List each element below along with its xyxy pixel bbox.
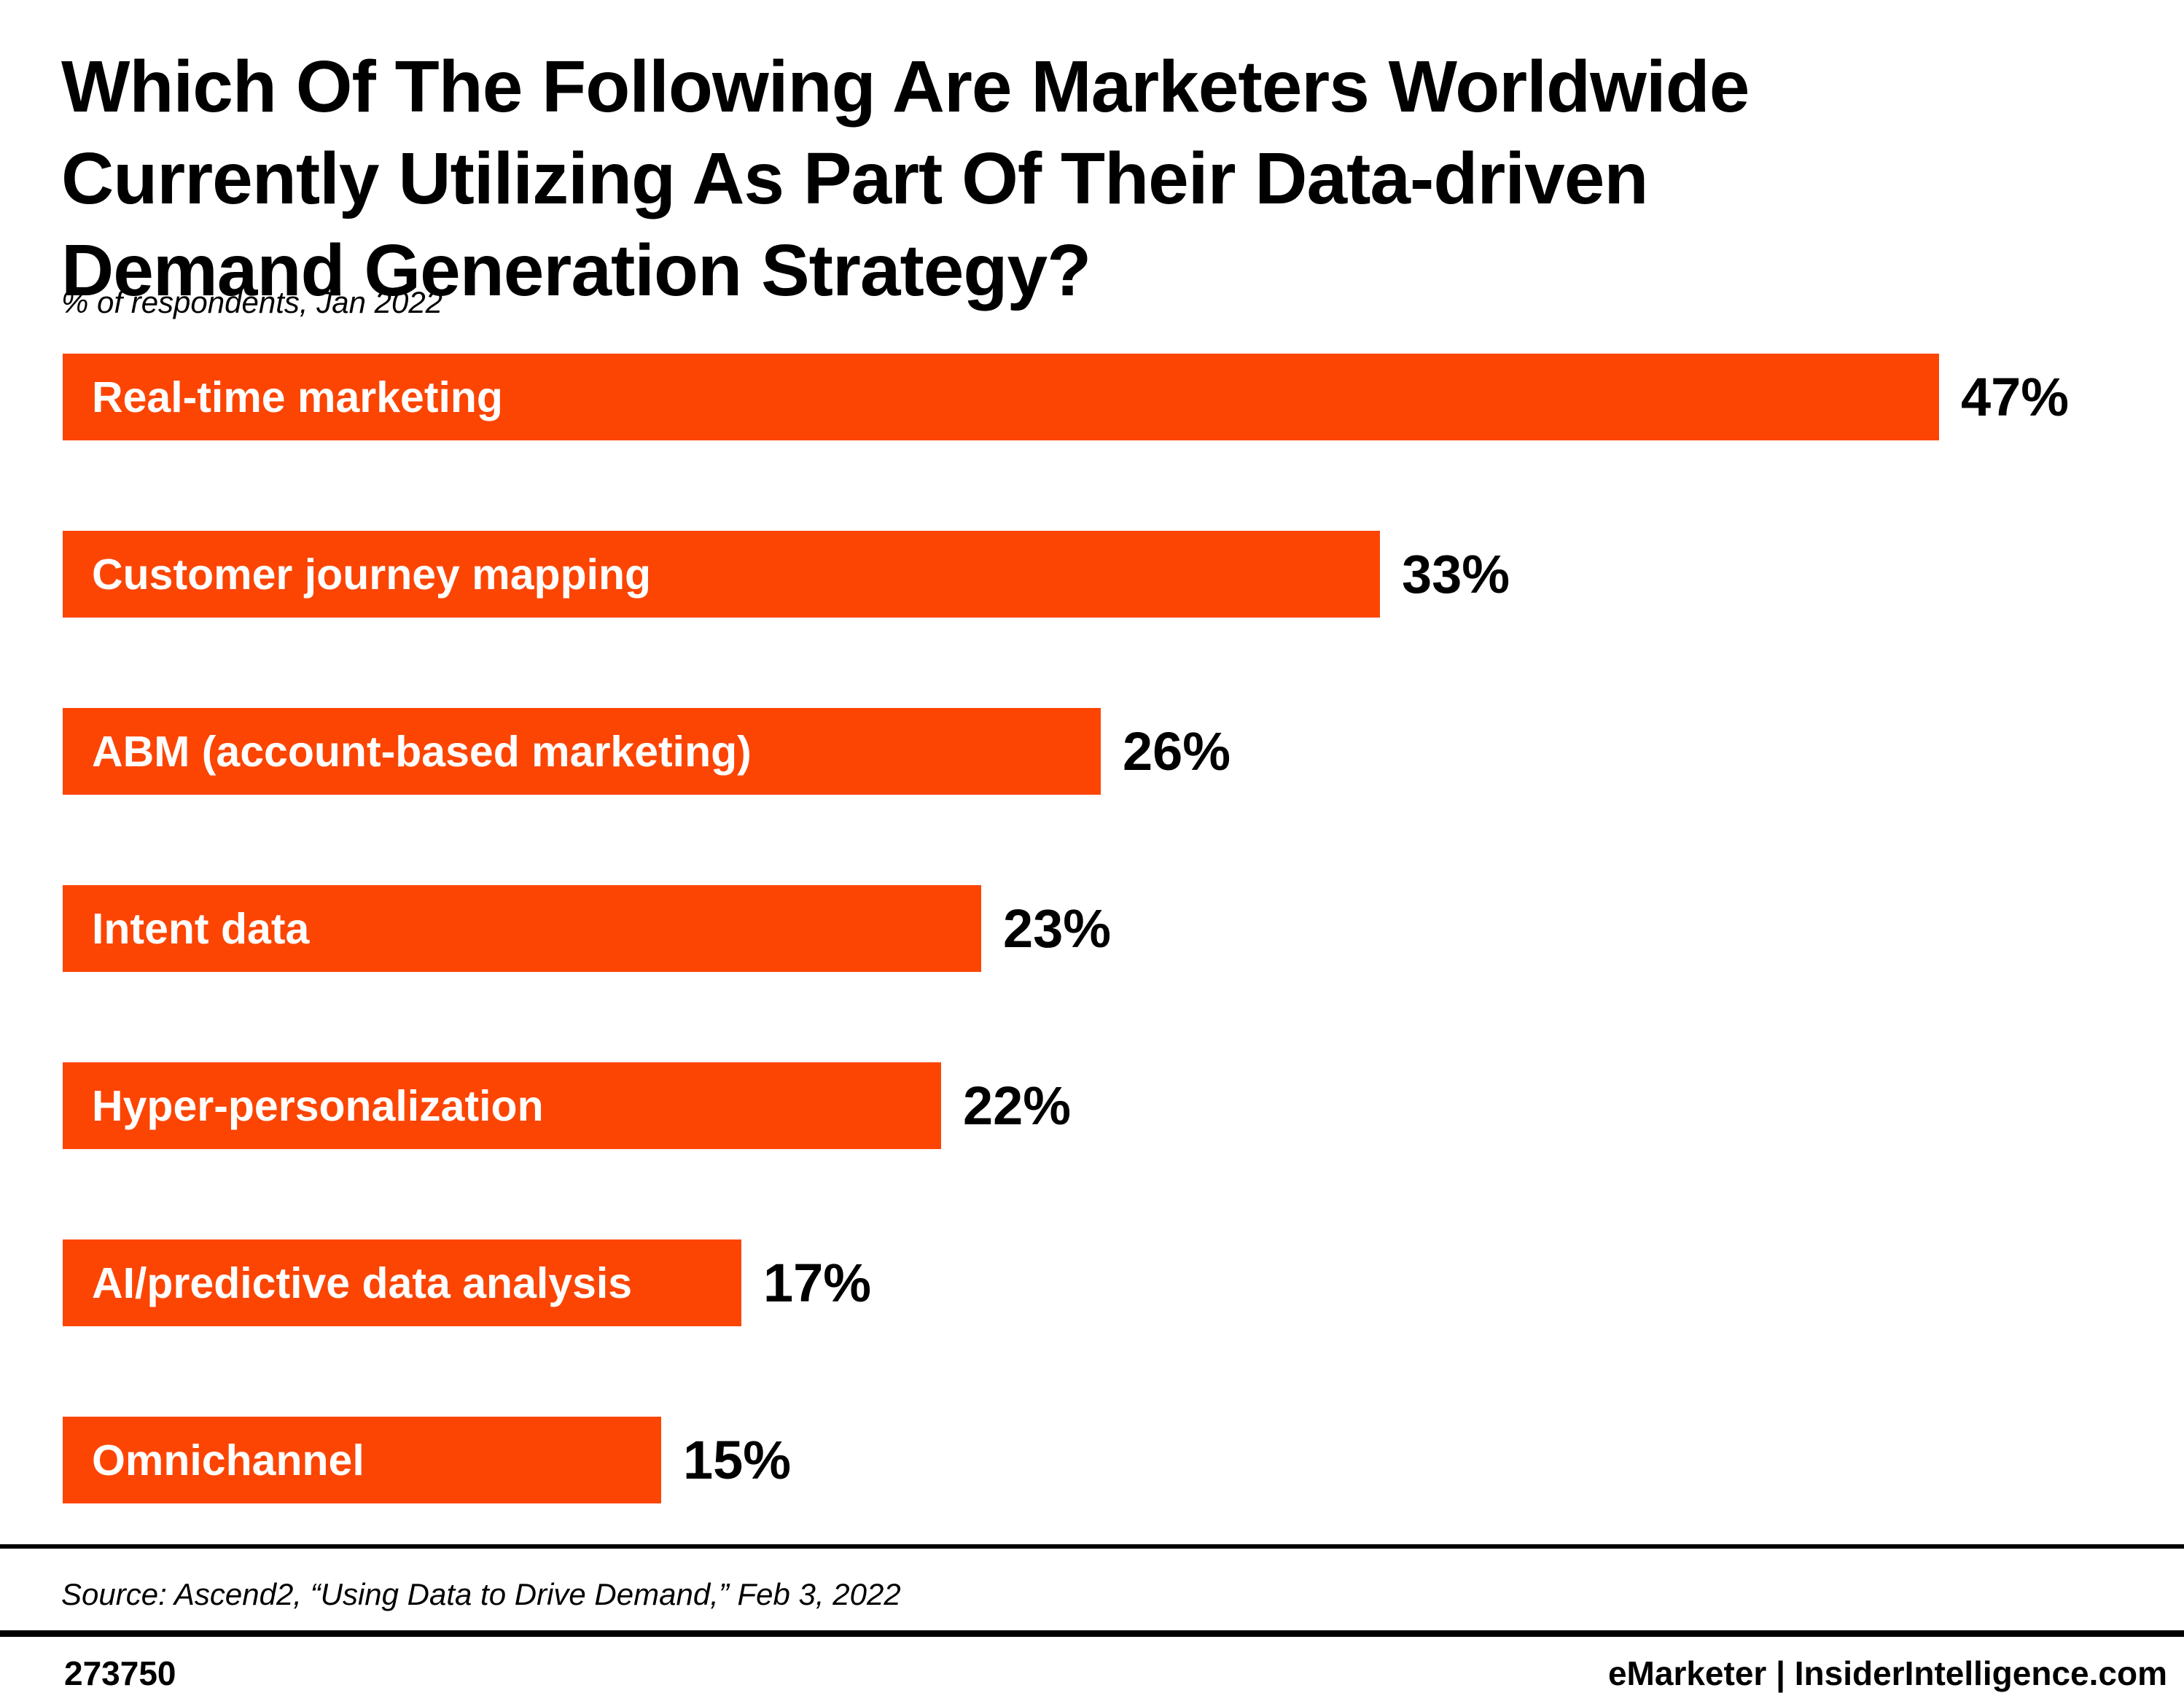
chart-subtitle: % of respondents, Jan 2022 xyxy=(61,285,443,319)
bar-value-label: 47% xyxy=(1961,367,2070,427)
chart-id: 273750 xyxy=(64,1654,176,1692)
bar-category-label: Hyper-personalization xyxy=(92,1081,544,1130)
bar-customer-journey-mapping: Customer journey mapping xyxy=(63,531,1380,618)
bar-category-label: ABM (account-based marketing) xyxy=(92,727,752,776)
bar-category-label: Omnichannel xyxy=(92,1436,364,1484)
divider-top xyxy=(0,1544,2184,1549)
bar-hyper-personalization: Hyper-personalization xyxy=(63,1062,941,1149)
bar-row: Intent data 23% xyxy=(63,885,2184,972)
bar-value-label: 33% xyxy=(1402,544,1510,604)
bar-category-label: Customer journey mapping xyxy=(92,550,652,599)
bar-row: Hyper-personalization 22% xyxy=(63,1062,2184,1149)
bar-value-label: 17% xyxy=(763,1253,872,1313)
bar-row: ABM (account-based marketing) 26% xyxy=(63,708,2184,795)
chart-title-line-3: Demand Generation Strategy? xyxy=(61,230,1091,311)
chart-title-line-1: Which Of The Following Are Marketers Wor… xyxy=(61,46,1750,128)
bar-category-label: AI/predictive data analysis xyxy=(92,1258,633,1307)
bar-row: AI/predictive data analysis 17% xyxy=(63,1239,2184,1326)
brand-attribution: eMarketer | InsiderIntelligence.com xyxy=(1607,1654,2167,1692)
bar-abm: ABM (account-based marketing) xyxy=(63,708,1101,795)
bar-value-label: 15% xyxy=(683,1430,792,1490)
bar-value-label: 26% xyxy=(1123,721,1231,782)
bar-intent-data: Intent data xyxy=(63,885,981,972)
bar-omnichannel: Omnichannel xyxy=(63,1417,661,1503)
divider-bottom xyxy=(0,1630,2184,1637)
chart-title-line-2: Currently Utilizing As Part Of Their Dat… xyxy=(61,138,1648,219)
source-note: Source: Ascend2, “Using Data to Drive De… xyxy=(61,1577,901,1611)
bar-category-label: Intent data xyxy=(92,904,310,953)
bar-row: Real-time marketing 47% xyxy=(63,354,2184,440)
bar-value-label: 23% xyxy=(1003,898,1112,959)
bar-ai-predictive-data-analysis: AI/predictive data analysis xyxy=(63,1239,741,1326)
chart-title: Which Of The Following Are Marketers Wor… xyxy=(61,41,1750,316)
bar-row: Omnichannel 15% xyxy=(63,1417,2184,1503)
bar-value-label: 22% xyxy=(963,1075,1072,1136)
bar-category-label: Real-time marketing xyxy=(92,373,503,421)
bar-real-time-marketing: Real-time marketing xyxy=(63,354,1939,440)
bar-chart: Real-time marketing 47% Customer journey… xyxy=(63,354,2184,1594)
bar-row: Customer journey mapping 33% xyxy=(63,531,2184,618)
